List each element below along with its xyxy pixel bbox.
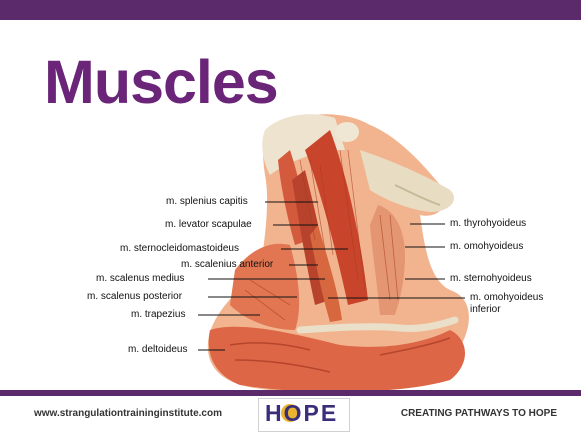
- footer-url: www.strangulationtraininginstitute.com: [34, 408, 222, 419]
- label-inferior: inferior: [470, 305, 501, 315]
- label-scalenus-medius: m. scalenus medius: [96, 274, 184, 284]
- label-scalenus-posterior: m. scalenus posterior: [87, 292, 182, 302]
- label-sternocleidomastoideus: m. sternocleidomastoideus: [120, 244, 239, 254]
- label-sternohyoideus: m. sternohyoideus: [450, 274, 532, 284]
- label-trapezius: m. trapezius: [131, 310, 185, 320]
- label-thyrohyoideus: m. thyrohyoideus: [450, 219, 526, 229]
- label-scalenius-anterior: m. scalenius anterior: [181, 260, 273, 270]
- label-deltoideus: m. deltoideus: [128, 345, 187, 355]
- hope-logo: HOPE: [258, 398, 350, 432]
- label-omohyoideus: m. omohyoideus: [450, 242, 523, 252]
- footer-bar: [0, 390, 581, 396]
- label-omohyoideus-inferior: m. omohyoideus: [470, 293, 543, 303]
- label-levator-scapulae: m. levator scapulae: [165, 220, 252, 230]
- logo-text: HOPE: [265, 400, 338, 427]
- label-splenius-capitis: m. splenius capitis: [166, 197, 248, 207]
- footer-tagline: CREATING PATHWAYS TO HOPE: [401, 408, 557, 419]
